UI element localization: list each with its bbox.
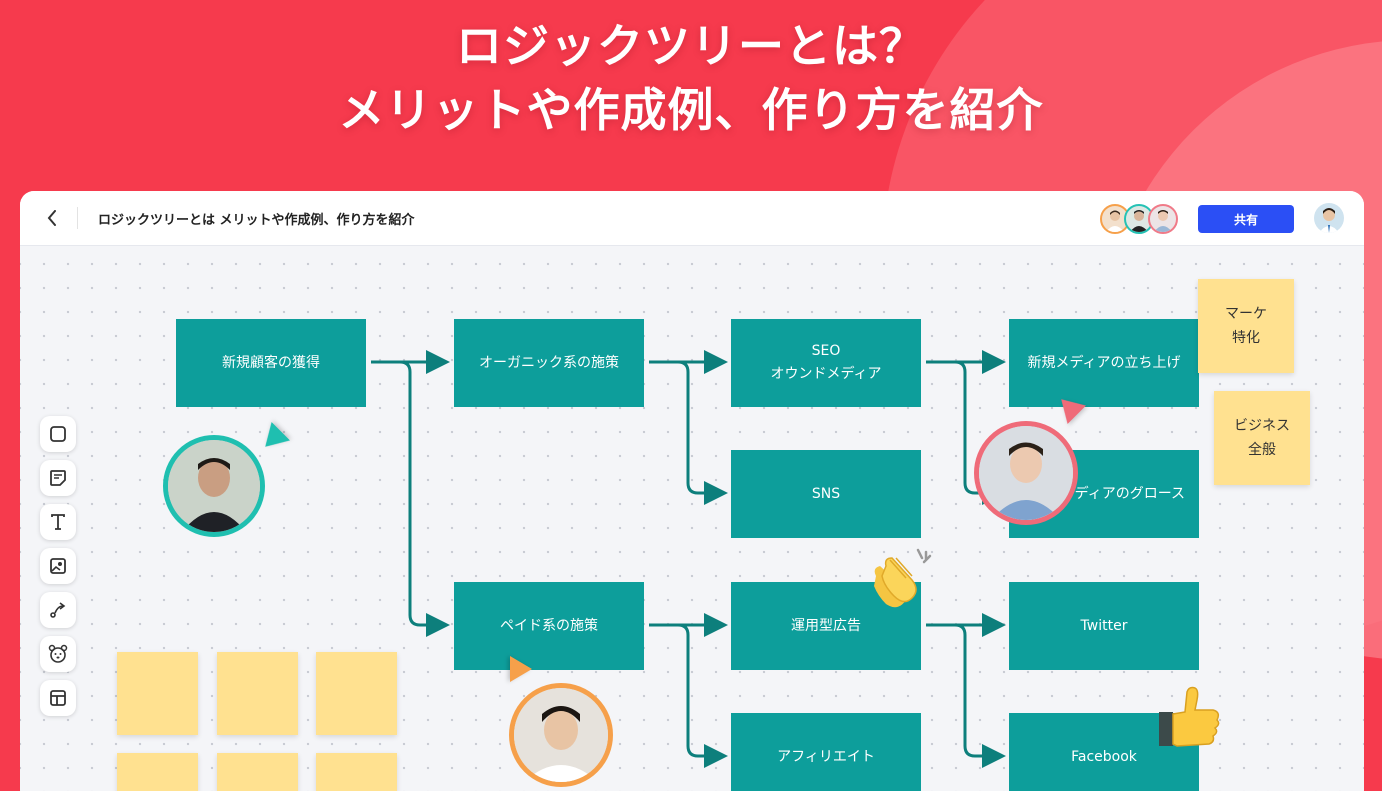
avatar[interactable] — [1124, 204, 1154, 234]
headline: ロジックツリーとは？ メリットや作成例、作り方を紹介 — [0, 14, 1382, 142]
text-tool-button[interactable] — [40, 504, 76, 540]
collaborator-cursor-avatar — [163, 435, 265, 537]
sticker-icon — [48, 644, 68, 663]
sticky-note-blank[interactable] — [316, 652, 397, 735]
thumbs-up-icon — [1159, 686, 1220, 747]
tree-node-affiliate[interactable]: アフィリエイト — [731, 713, 921, 791]
sticky-note-blank[interactable] — [117, 753, 198, 791]
cursor-pointer-icon — [510, 656, 532, 682]
text-icon — [51, 514, 65, 530]
left-toolbar — [40, 416, 76, 716]
share-button[interactable]: 共有 — [1198, 205, 1294, 233]
sticky-note-blank[interactable] — [217, 753, 298, 791]
tree-connectors — [371, 350, 1006, 768]
chevron-left-icon — [47, 210, 56, 226]
template-icon — [50, 690, 66, 706]
sticky-note-marketing[interactable]: マーケ 特化 — [1198, 279, 1294, 373]
current-user-avatar[interactable] — [1314, 203, 1344, 233]
back-button[interactable] — [38, 203, 66, 233]
sticky-note-blank[interactable] — [316, 753, 397, 791]
whiteboard-canvas[interactable]: 新規顧客の獲得 オーガニック系の施策 ペイド系の施策 SEO オウンドメディア … — [20, 246, 1364, 791]
top-bar: ロジックツリーとは メリットや作成例、作り方を紹介 共有 — [20, 191, 1364, 246]
template-tool-button[interactable] — [40, 680, 76, 716]
collaborator-cursor-avatar — [974, 421, 1078, 525]
board-title[interactable]: ロジックツリーとは メリットや作成例、作り方を紹介 — [98, 213, 415, 228]
tree-node-root[interactable]: 新規顧客の獲得 — [176, 319, 366, 407]
sticker-tool-button[interactable] — [40, 636, 76, 672]
shape-icon — [50, 426, 66, 442]
sticky-note-blank[interactable] — [117, 652, 198, 735]
tree-node-organic[interactable]: オーガニック系の施策 — [454, 319, 644, 407]
divider — [77, 207, 78, 229]
shape-tool-button[interactable] — [40, 416, 76, 452]
sticky-note-business[interactable]: ビジネス 全般 — [1214, 391, 1310, 485]
sticky-note-tool-button[interactable] — [40, 460, 76, 496]
tree-node-new-media[interactable]: 新規メディアの立ち上げ — [1009, 319, 1199, 407]
tree-node-sns[interactable]: SNS — [731, 450, 921, 538]
connector-icon — [50, 602, 66, 618]
collaborator-cursor-avatar — [509, 683, 613, 787]
tree-node-twitter[interactable]: Twitter — [1009, 582, 1199, 670]
whiteboard-app-window: ロジックツリーとは メリットや作成例、作り方を紹介 共有 — [20, 191, 1364, 791]
sticky-note-blank[interactable] — [217, 652, 298, 735]
avatar[interactable] — [1148, 204, 1178, 234]
image-tool-button[interactable] — [40, 548, 76, 584]
tree-node-seo[interactable]: SEO オウンドメディア — [731, 319, 921, 407]
headline-line-1: ロジックツリーとは？ — [456, 19, 926, 73]
collaborator-avatars[interactable] — [1100, 204, 1178, 234]
headline-line-2: メリットや作成例、作り方を紹介 — [338, 83, 1044, 137]
clapping-hands-icon — [874, 548, 932, 608]
image-icon — [50, 558, 66, 574]
connector-tool-button[interactable] — [40, 592, 76, 628]
sticky-note-icon — [50, 470, 66, 486]
tree-node-paid[interactable]: ペイド系の施策 — [454, 582, 644, 670]
